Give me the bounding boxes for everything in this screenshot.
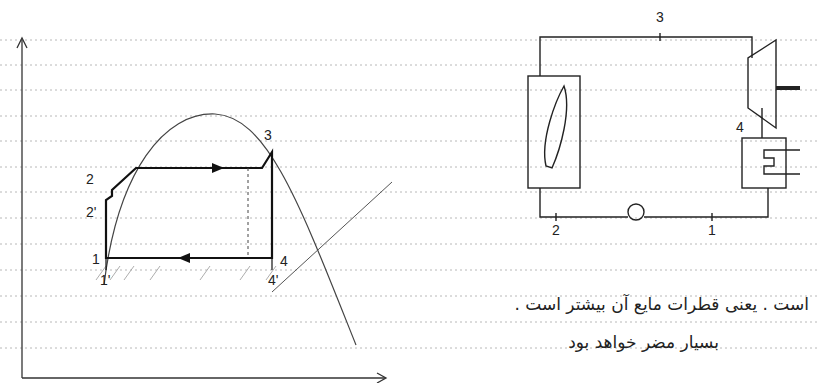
boiler-coil [545, 86, 567, 168]
notebook-lines [0, 40, 817, 348]
plant-schematic [528, 33, 800, 221]
state-point-label: 1 [92, 252, 100, 266]
axes [17, 38, 386, 383]
arrow-head [178, 253, 190, 263]
dashed-line [248, 168, 249, 258]
saturation-dome [104, 114, 356, 345]
state-point-label: 2 [86, 172, 94, 186]
handwritten-note: است . یعنی قطرات مایع آن بیشتر است . [514, 294, 809, 314]
state-point-label: 4 [280, 254, 288, 268]
state-point-label: 2' [86, 205, 96, 219]
pump [628, 204, 644, 220]
arrow-head [212, 163, 224, 173]
state-point-label: 1' [100, 273, 110, 287]
state-point-label: 4 [736, 120, 744, 134]
handwritten-note: بسیار مضر خواهد بود [568, 332, 719, 352]
condenser [742, 138, 786, 188]
state-point-label: 3 [656, 10, 664, 24]
guide-line [272, 182, 392, 292]
state-point-label: 2 [552, 223, 560, 237]
state-point-label: 3 [264, 128, 272, 142]
cycle-path [106, 152, 272, 270]
turbine [748, 40, 776, 128]
boiler [528, 76, 580, 188]
state-point-label: 4' [268, 273, 278, 287]
condenser-coil [764, 150, 800, 174]
hatching [96, 266, 276, 280]
state-point-label: 1 [708, 223, 716, 237]
